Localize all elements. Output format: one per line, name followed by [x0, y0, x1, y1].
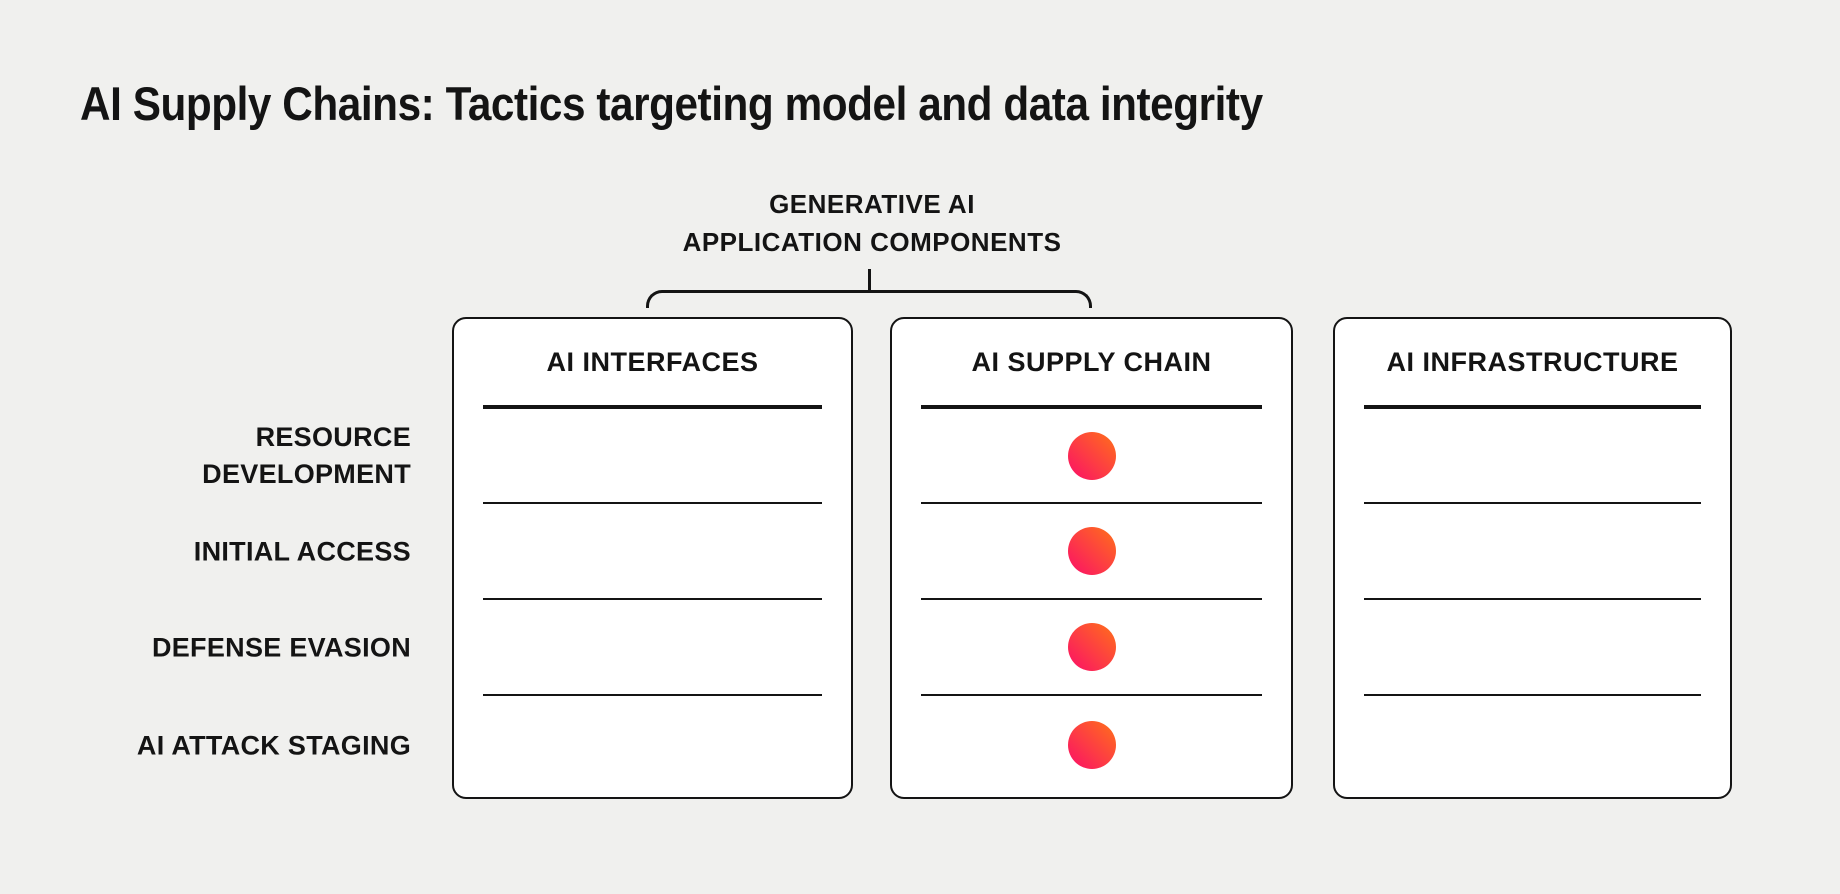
card-title: AI INFRASTRUCTURE	[1386, 346, 1679, 377]
matrix-cell	[483, 694, 822, 794]
tactic-label-initial-access: INITIAL ACCESS	[193, 536, 411, 567]
gradient-dot-marker	[1067, 431, 1116, 480]
tactic-label-ai-attack-staging: AI ATTACK STAGING	[136, 730, 411, 761]
matrix-cell	[483, 502, 822, 598]
matrix-cell	[921, 694, 1262, 794]
page-title: AI Supply Chains: Tactics targeting mode…	[80, 77, 1263, 130]
matrix-cell	[483, 598, 822, 694]
card-title: AI SUPPLY CHAIN	[971, 346, 1212, 377]
group-heading: GENERATIVE AI APPLICATION COMPONENTS	[572, 185, 1172, 261]
matrix-cell	[921, 405, 1262, 502]
group-heading-line2: APPLICATION COMPONENTS	[682, 227, 1062, 257]
card-ai-infrastructure: AI INFRASTRUCTURE	[1333, 317, 1732, 799]
matrix-cell	[921, 598, 1262, 694]
tactic-label-resource-development: RESOURCE DEVELOPMENT	[202, 422, 411, 489]
bracket-span	[646, 290, 1092, 308]
matrix-cell	[1364, 694, 1701, 794]
gradient-dot-marker	[1067, 623, 1116, 671]
card-ai-supply-chain: AI SUPPLY CHAIN	[890, 317, 1293, 799]
card-title: AI INTERFACES	[546, 346, 759, 377]
card-ai-interfaces: AI INTERFACES	[452, 317, 853, 799]
matrix-cell	[483, 405, 822, 502]
gradient-dot-marker	[1067, 721, 1116, 769]
bracket-connector-stub	[868, 269, 871, 291]
tactic-label-defense-evasion: DEFENSE EVASION	[151, 632, 411, 663]
group-heading-line1: GENERATIVE AI	[769, 189, 975, 219]
matrix-cell	[1364, 405, 1701, 502]
matrix-cell	[1364, 598, 1701, 694]
gradient-dot-marker	[1067, 527, 1116, 575]
matrix-cell	[921, 502, 1262, 598]
matrix-cell	[1364, 502, 1701, 598]
